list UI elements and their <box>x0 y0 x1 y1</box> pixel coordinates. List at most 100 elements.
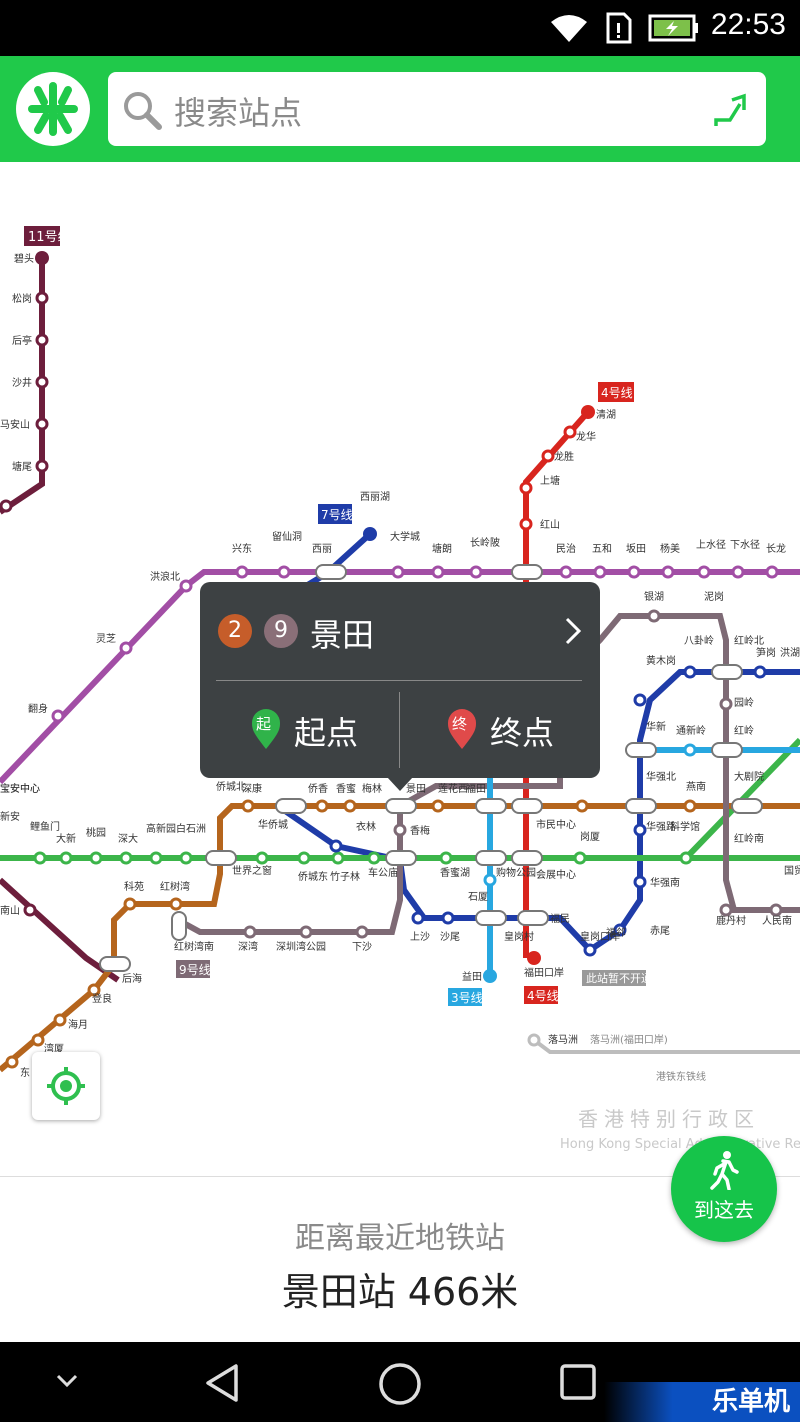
station-label: 红山 <box>540 518 560 531</box>
search-input[interactable]: 搜索站点 <box>108 72 766 146</box>
station-label: 科苑 <box>124 880 144 893</box>
station-label: 大新 <box>56 832 76 845</box>
station-label: 下水径 <box>730 538 760 551</box>
search-placeholder: 搜索站点 <box>174 94 303 132</box>
line-4-badge-label: 4号线 <box>601 386 633 400</box>
nearest-station-caption: 距离最近地铁站 <box>295 1221 505 1256</box>
station-label: 杨美 <box>660 542 680 555</box>
station-label: 西丽 <box>312 544 332 555</box>
metro-map-canvas: 11号线 7号线 4号线 9号线 3号线 4号线 碧头 松岗 后亭 沙井 马安 <box>0 226 800 1152</box>
station-label: 东 <box>20 1066 30 1079</box>
station-label: 香蜜湖 <box>440 866 470 879</box>
home-icon[interactable] <box>378 1362 422 1406</box>
search-icon <box>124 92 162 130</box>
station-label: 沙尾 <box>440 931 460 943</box>
station-label: 红岭南 <box>734 832 764 845</box>
status-bar: 22:53 <box>0 0 800 56</box>
locate-crosshair-icon <box>47 1067 85 1105</box>
station-label: 上沙 <box>410 931 430 943</box>
station-label: 皇岗口岸 <box>580 930 620 943</box>
popup-pointer <box>387 777 413 791</box>
station-label: 马安山 <box>0 418 30 431</box>
station-label: 上水径 <box>696 538 726 551</box>
clock: 22:53 <box>710 8 786 41</box>
line-7-badge-label: 7号线 <box>321 508 353 522</box>
station-label: 新安 <box>0 810 20 823</box>
station-label: 会展中心 <box>536 868 576 881</box>
route-turn-icon[interactable] <box>712 90 752 130</box>
station-label: 八卦岭 <box>684 634 714 647</box>
station-label: 桃园 <box>86 826 106 839</box>
station-label: 科学馆 <box>670 820 700 833</box>
station-label: 宝安中心 <box>0 782 40 795</box>
station-label: 石厦 <box>468 891 488 903</box>
metro-logo-icon[interactable] <box>16 72 90 146</box>
locate-button[interactable] <box>32 1052 100 1120</box>
nearest-station-distance: 景田站 466米 <box>281 1270 519 1314</box>
station-label: 莲花西 <box>438 782 468 795</box>
station-label: 益田 <box>462 970 482 983</box>
station-label: 留仙洞 <box>272 530 302 543</box>
line-11-route <box>0 258 45 515</box>
line-9-badge: 9号线 <box>176 960 211 978</box>
station-label: 五和 <box>592 543 612 555</box>
line-7-badge: 7号线 <box>318 504 353 524</box>
set-end-label: 终点 <box>490 714 555 752</box>
station-label: 深大 <box>118 832 138 845</box>
station-label: 红岭北 <box>734 634 764 647</box>
station-label: 国贸 <box>784 865 800 877</box>
watermark-logo: 乐单机 <box>604 1382 800 1422</box>
line-3-badge-label: 3号线 <box>451 991 483 1005</box>
station-popup[interactable]: 2 9 景田 起 起点 终 终点 <box>200 582 600 778</box>
popup-divider-vertical <box>399 692 400 768</box>
station-label: 岗厦 <box>580 831 600 843</box>
line-4-badge-south-label: 4号线 <box>527 989 559 1003</box>
start-pin-label: 起 <box>256 715 271 733</box>
end-pin-icon: 终 <box>448 709 476 749</box>
line-9-badge-label: 9号线 <box>179 963 211 977</box>
station-label: 华强北 <box>646 770 676 783</box>
station-label: 福田 <box>466 782 486 795</box>
station-label: 华强南 <box>650 876 680 889</box>
station-label: 市民中心 <box>536 818 576 831</box>
station-label: 白石洲 <box>176 822 206 835</box>
line-5-route <box>0 569 800 785</box>
station-label: 竹子林 <box>330 870 360 883</box>
station-label: 红树湾 <box>160 880 190 893</box>
hk-station-note: 落马洲(福田口岸) <box>590 1033 668 1046</box>
station-label: 深圳湾公园 <box>276 940 326 953</box>
set-start-label: 起点 <box>294 714 359 752</box>
line-4-badge: 4号线 <box>598 382 634 402</box>
station-label: 松岗 <box>12 292 32 305</box>
station-label: 皇岗村 <box>504 930 534 943</box>
station-label: 鹿丹村 <box>716 914 746 927</box>
station-label: 侨城北 <box>216 781 246 793</box>
station-label: 落马洲 <box>548 1034 578 1046</box>
station-label: 清湖 <box>596 408 616 421</box>
set-start-button[interactable]: 起 起点 <box>248 694 398 764</box>
station-label: 泥岗 <box>704 590 724 603</box>
station-label: 园岭 <box>734 696 754 709</box>
station-label: 福民 <box>550 912 570 925</box>
station-label: 翻身 <box>28 702 48 715</box>
station-label: 洪浪北 <box>150 570 180 583</box>
end-pin-label: 终 <box>452 715 467 733</box>
station-label: 红树湾南 <box>174 940 214 953</box>
station-label: 下沙 <box>352 941 372 953</box>
go-here-button[interactable]: 到这去 <box>671 1136 777 1242</box>
station-label: 通新岭 <box>676 724 706 737</box>
station-label: 大学城 <box>390 530 420 543</box>
recents-icon[interactable] <box>558 1362 598 1402</box>
station-label: 购物公园 <box>496 866 536 879</box>
set-end-button[interactable]: 终 终点 <box>444 694 594 764</box>
station-label: 鲤鱼门 <box>30 820 60 833</box>
station-label: 侨香 <box>308 783 328 795</box>
station-label: 塘朗 <box>432 542 452 555</box>
station-label: 西丽湖 <box>360 491 390 503</box>
station-label: 福邻 <box>606 926 626 939</box>
chevron-right-icon[interactable] <box>564 616 582 646</box>
station-label: 长龙 <box>766 542 786 555</box>
chevron-down-icon[interactable] <box>54 1372 80 1392</box>
back-icon[interactable] <box>202 1362 242 1404</box>
nearest-station-panel: 距离最近地铁站 景田站 466米 <box>0 1176 800 1343</box>
